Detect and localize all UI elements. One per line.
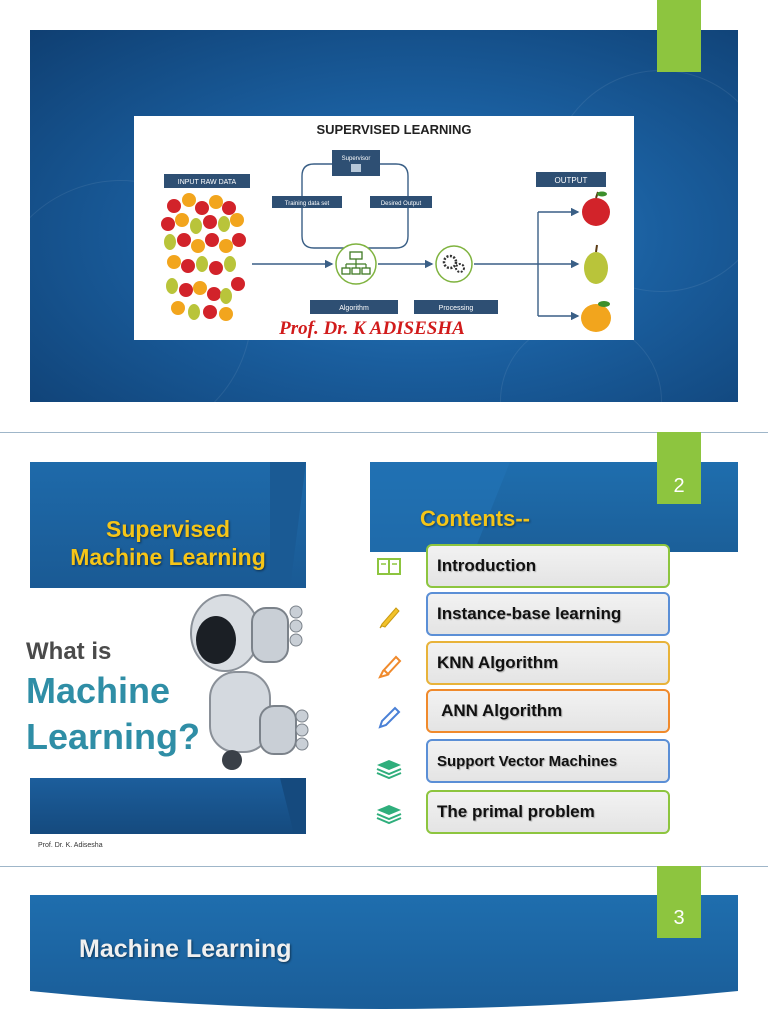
machine-text: Machine — [26, 670, 171, 711]
diagram-title: SUPERVISED LEARNING — [316, 122, 471, 137]
what-is-text: What is — [26, 638, 112, 665]
diagram-svg: SUPERVISED LEARNING INPUT RAW DATA — [161, 122, 611, 339]
pencil-outline-icon — [378, 706, 401, 729]
slide-2-title-line1: Supervised — [106, 516, 230, 542]
slide-2-footer-author: Prof. Dr. K. Adisesha — [38, 842, 103, 849]
contents-item-instance-base-learning[interactable]: Instance-base learning — [426, 592, 670, 636]
contents-item-knn-algorithm[interactable]: KNN Algorithm — [426, 641, 670, 685]
slide-3-number-tab: 3 — [657, 866, 701, 938]
apple-icon — [582, 198, 610, 226]
slide-2-title-band — [30, 462, 306, 588]
contents-item-label: KNN Algorithm — [437, 653, 559, 672]
desired-label: Desired Output — [381, 201, 422, 207]
contents-item-label: ANN Algorithm — [437, 701, 563, 720]
supervisor-person-icon — [351, 164, 361, 172]
contents-item-label: Introduction — [437, 556, 537, 575]
output-label-box — [536, 172, 606, 187]
contents-item-label: Support Vector Machines — [437, 752, 618, 770]
slide-2-title-line2: Machine Learning — [70, 544, 266, 570]
slide-3-wave — [30, 991, 738, 1011]
slide-1: SUPERVISED LEARNING INPUT RAW DATA — [30, 30, 738, 402]
slide-2-title: Supervised Machine Learning — [30, 515, 306, 571]
diagram-author: Prof. Dr. K ADISESHA — [278, 318, 465, 339]
contents-item-label: The primal problem — [437, 802, 595, 821]
contents-band-arrow — [370, 462, 510, 552]
slide-2-bottom-band — [30, 778, 306, 834]
contents-item-ann-algorithm[interactable]: ANN Algorithm — [426, 689, 670, 733]
input-label-box — [164, 174, 250, 188]
mango-icon — [581, 304, 611, 332]
supervisor-label: Supervisor — [342, 156, 371, 162]
contents-heading: Contents-- — [420, 506, 530, 531]
supervised-learning-diagram: SUPERVISED LEARNING INPUT RAW DATA — [134, 116, 634, 340]
input-label: INPUT RAW DATA — [178, 179, 237, 186]
slide-3-number: 3 — [673, 907, 685, 929]
contents-item-introduction[interactable]: Introduction — [426, 544, 670, 588]
stack-icon — [376, 805, 402, 825]
page-divider — [0, 866, 768, 867]
book-icon — [377, 558, 401, 575]
contents-item-support-vector-machines[interactable]: Support Vector Machines — [426, 739, 670, 783]
output-label: OUTPUT — [555, 176, 588, 185]
algorithm-label-box — [310, 300, 398, 314]
pencil-icon — [379, 607, 400, 629]
learning-text: Learning? — [26, 716, 201, 757]
title-band-chevron — [270, 462, 306, 588]
processing-label-box — [414, 300, 498, 314]
stack-icon — [376, 760, 402, 780]
slide-2-number-tab: 2 — [657, 432, 701, 504]
processing-gear-icon — [435, 245, 473, 283]
algorithm-label: Algorithm — [339, 305, 369, 312]
slide-2-number: 2 — [673, 475, 685, 497]
fruit-pile-icon — [161, 193, 246, 321]
slide-1-number-tab — [657, 0, 701, 72]
contents-item-primal-problem[interactable]: The primal problem — [426, 790, 670, 834]
slide-3 — [30, 895, 738, 1011]
training-data-box — [272, 196, 342, 208]
bottom-band-chevron — [280, 778, 306, 834]
slide-3-title: Machine Learning — [79, 935, 292, 963]
contents-item-label: Instance-base learning — [437, 604, 622, 623]
what-is-ml-illustration: What is Machine Learning? — [20, 588, 310, 778]
training-label: Training data set — [285, 201, 330, 207]
supervisor-box — [332, 150, 380, 176]
desired-output-box — [370, 196, 432, 208]
processing-label: Processing — [439, 305, 474, 312]
page-divider — [0, 432, 768, 433]
pen-icon — [378, 655, 402, 679]
robot-icon — [190, 594, 309, 770]
pear-icon — [584, 252, 608, 284]
